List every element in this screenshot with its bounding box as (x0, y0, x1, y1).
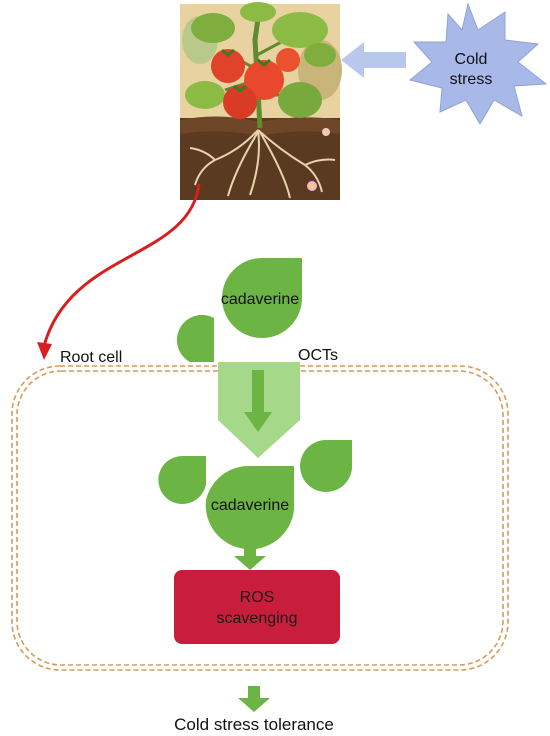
cold-arrow (341, 42, 406, 78)
cold-stress-starburst: Cold stress (408, 2, 548, 125)
cold-stress-label-line2: stress (450, 71, 493, 88)
cadaverine-shape-inside-main (205, 465, 294, 550)
root-cell-membrane-inner (16, 370, 504, 666)
root-cell-label: Root cell (60, 349, 122, 366)
outcome-label: Cold stress tolerance (174, 715, 334, 734)
octs-label: OCTs (298, 347, 338, 364)
cold-stress-label-line1: Cold (455, 51, 488, 68)
transport-arrow (244, 370, 272, 432)
root-transfer-arrow (42, 183, 201, 347)
tomato-plant-illustration (180, 2, 342, 200)
ros-scavenging-box (174, 570, 340, 644)
cadaverine-label-inside: cadaverine (211, 497, 289, 514)
cadaverine-to-ros-arrow (234, 544, 266, 570)
ros-label-line1: ROS (240, 589, 275, 606)
ros-to-outcome-arrow (238, 686, 270, 712)
cadaverine-shape-inside-right (300, 440, 352, 492)
ros-label-line2: scavenging (217, 610, 298, 627)
cadaverine-shape-outside-small (176, 314, 214, 362)
root-transfer-arrowhead (37, 342, 52, 360)
starburst-icon (408, 2, 548, 125)
cadaverine-shape-inside-left (158, 456, 206, 504)
cadaverine-label-outside: cadaverine (221, 291, 299, 308)
cadaverine-shape-outside-large (222, 258, 302, 338)
